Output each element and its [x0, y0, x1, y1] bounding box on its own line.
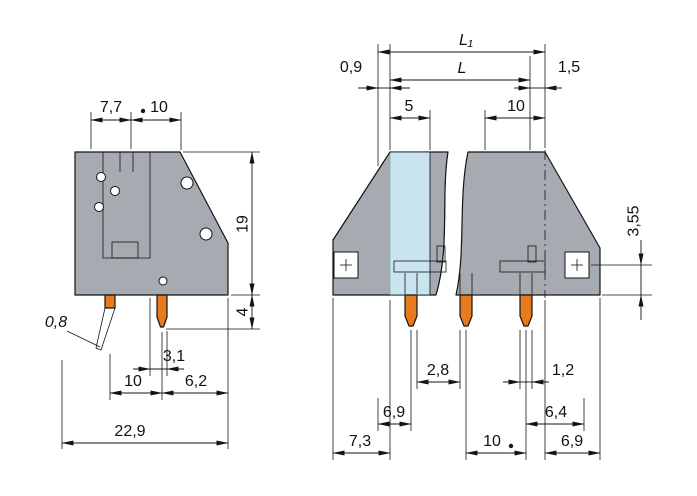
- housing-front-right: [455, 151, 601, 296]
- dim-label-3-55: 3,55: [626, 205, 643, 236]
- clamp-contacts: [393, 245, 546, 273]
- dim-half-pitch: 5: [389, 98, 431, 121]
- housing-holes: [94, 172, 213, 286]
- housing-front-left-outline: [332, 151, 449, 296]
- solder-pin-1: [404, 294, 418, 327]
- dim-label-0-8: 0,8: [45, 314, 67, 331]
- dim-label-0-9: 0,9: [340, 59, 362, 76]
- dim-pin-offset: 3,1: [133, 298, 185, 376]
- dim-label-6-9-left: 6,9: [383, 404, 405, 421]
- dim-label-4: 4: [235, 307, 252, 316]
- dim-label-1-2: 1,2: [552, 362, 574, 379]
- dim-label-top-10: 10: [507, 98, 525, 115]
- dim-bottom-row: 7,3 10 6,9: [332, 298, 601, 460]
- dim-label-5: 5: [405, 98, 414, 115]
- dim-left-margin: 0,9: [340, 59, 410, 91]
- dim-label-3-1: 3,1: [163, 348, 185, 365]
- dim-label-L: L: [458, 60, 467, 77]
- dim-pin-width: 1,2: [503, 330, 574, 389]
- dim-pin-thickness: 0,8: [45, 314, 101, 348]
- dim-label-bottom-10: 10: [124, 373, 142, 390]
- dim-right-margin: 1,5: [514, 59, 580, 91]
- dim-center-right: 6,4: [525, 330, 585, 460]
- left-view: 7,7 10 19 4 0,8 3,1: [45, 99, 260, 449]
- section-pole: [389, 151, 431, 296]
- actuation-slot-left: [333, 251, 359, 279]
- center-mark-dot: [140, 108, 146, 114]
- dim-label-6-4: 6,4: [545, 404, 567, 421]
- dim-length: L: [389, 60, 531, 83]
- dim-label-7-7: 7,7: [100, 99, 122, 116]
- dim-pole-pitch: 10: [484, 98, 546, 121]
- dim-label-1-5: 1,5: [558, 59, 580, 76]
- dim-label-6-9-right: 6,9: [561, 433, 583, 450]
- dim-top-offset: 7,7 10: [90, 99, 182, 150]
- dim-pin-gap: 2,8: [416, 330, 461, 389]
- solder-pin-3: [519, 294, 533, 327]
- dim-slot-height: 3,55: [591, 205, 652, 320]
- dim-pin-pitch: 10 6,2: [109, 298, 229, 449]
- dim-label-2-8: 2,8: [427, 362, 449, 379]
- dim-label-L1: L₁: [459, 32, 473, 49]
- dim-center-left: 6,9: [377, 330, 412, 431]
- solder-pin-straight: [156, 294, 168, 328]
- dim-body-height: 19 4: [166, 151, 260, 330]
- center-mark-dot: [508, 443, 514, 449]
- actuation-slot-right: [564, 251, 590, 279]
- dim-label-19: 19: [235, 215, 252, 233]
- dim-total-depth: 22,9: [61, 360, 229, 449]
- right-view: L₁ L 0,9 1,5 5 10: [332, 32, 652, 460]
- solder-pin-angled-base: [104, 294, 116, 309]
- dim-label-7-3: 7,3: [349, 433, 371, 450]
- dim-label-6-2: 6,2: [185, 373, 207, 390]
- solder-pin-2: [459, 294, 473, 327]
- dim-label-top-10: 10: [150, 99, 168, 116]
- dim-label-bottom-10: 10: [483, 433, 501, 450]
- dim-total-length: L₁: [377, 32, 546, 55]
- dim-label-22-9: 22,9: [114, 423, 145, 440]
- solder-pin-angled-tip: [95, 307, 116, 351]
- pin-pass-lines: [404, 273, 533, 294]
